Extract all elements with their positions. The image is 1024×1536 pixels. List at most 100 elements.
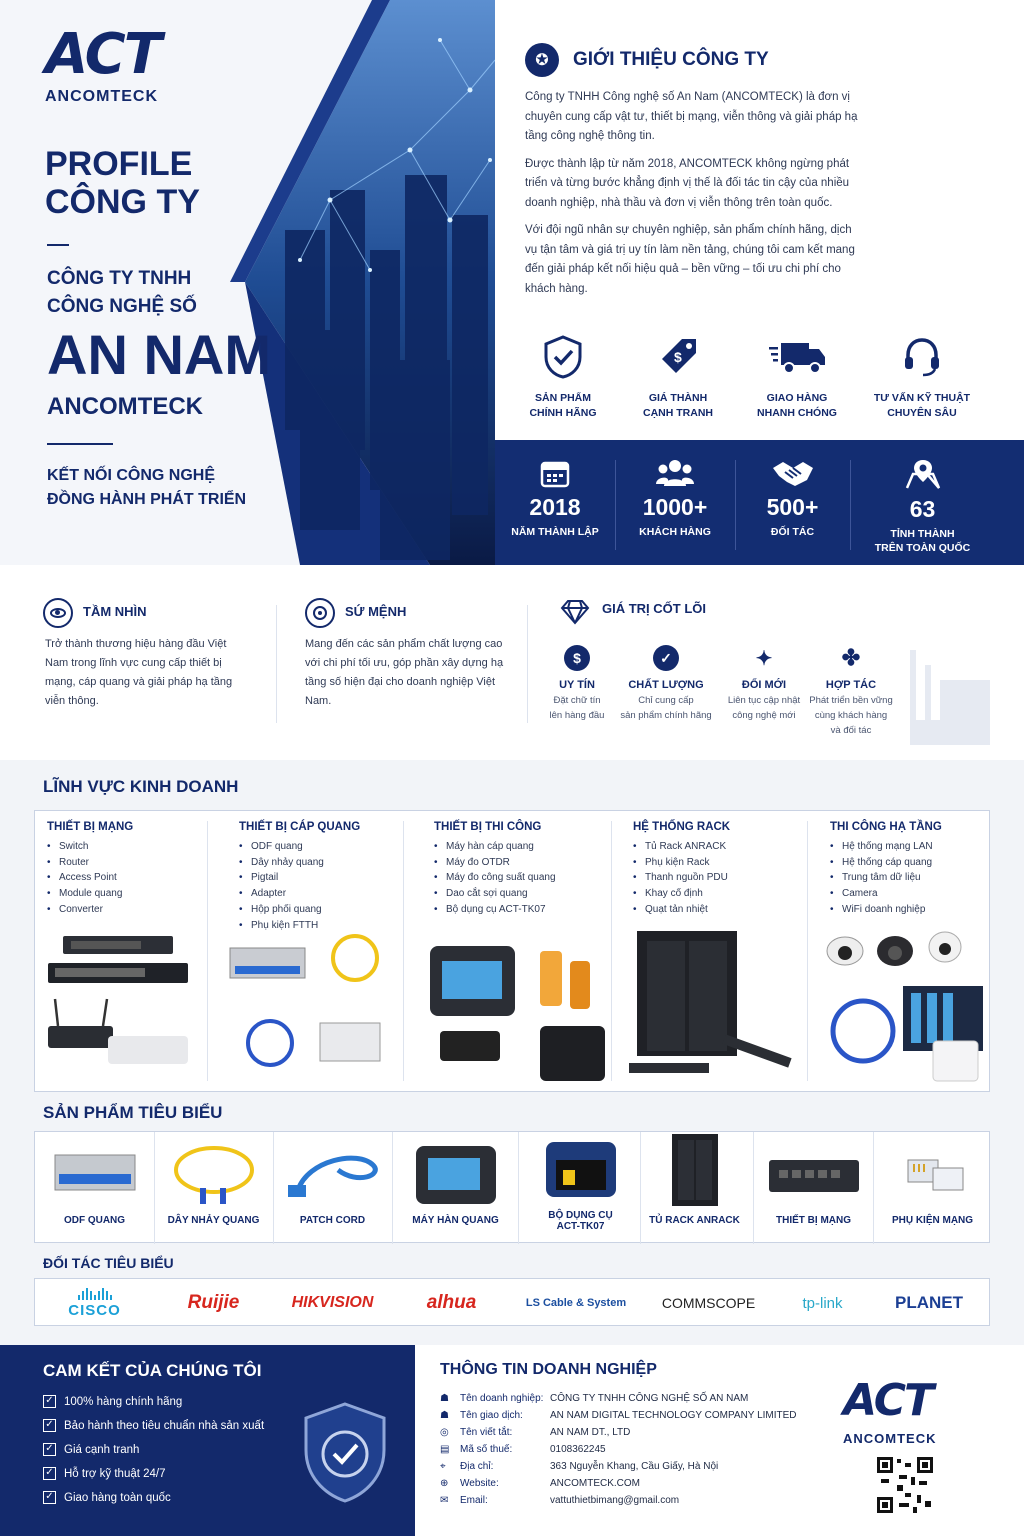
slogan-line-2: ĐỒNG HÀNH PHÁT TRIỂN	[47, 491, 247, 508]
intro-paragraph: Được thành lập từ năm 2018, ANCOMTECK kh…	[525, 157, 850, 209]
ancomteck-logo-text: ANCOMTECK	[45, 88, 158, 105]
core-value-title: ĐỔI MỚI	[741, 679, 787, 691]
feature-label: GIAO HÀNG	[766, 392, 828, 404]
company-name: AN NAM	[47, 323, 271, 386]
core-value-title: HỢP TÁC	[825, 679, 877, 691]
product-rack[interactable]: TỦ RACK ANRACK	[635, 1132, 754, 1244]
partner-tplink-logo[interactable]: tp-link	[763, 1279, 882, 1327]
column-title: THI CÔNG HẠ TẦNG	[830, 821, 942, 833]
list-item: Camera	[830, 886, 990, 902]
hero-title-block: ACT ANCOMTECK PROFILE CÔNG TY CÔNG TY TN…	[0, 0, 330, 565]
product-fiber-patch[interactable]: DÂY NHẢY QUANG	[154, 1132, 273, 1244]
divider	[47, 443, 113, 445]
product-label: ACT-TK07	[556, 1221, 605, 1232]
company-info-section: THÔNG TIN DOANH NGHIỆP ☗Tên doanh nghiệp…	[415, 1345, 1024, 1536]
divider	[753, 1132, 754, 1244]
info-label: Tên viết tắt:	[460, 1427, 513, 1438]
info-row[interactable]: ✉Email:vattuthietbimang@gmail.com	[440, 1495, 679, 1506]
divider	[527, 605, 528, 723]
list-item: Bộ dụng cụ ACT-TK07	[434, 902, 624, 918]
stat-customers: 1000+ KHÁCH HÀNG	[615, 440, 735, 565]
city-network-image	[230, 0, 496, 565]
core-value-desc: Đặt chữ tín	[553, 695, 601, 706]
globe-icon: ⊕	[440, 1478, 449, 1489]
core-value-title: UY TÍN	[559, 679, 595, 691]
diamond-icon	[560, 600, 590, 625]
hero-section: ACT ANCOMTECK PROFILE CÔNG TY CÔNG TY TN…	[0, 0, 1024, 565]
globe-icon: ◎	[440, 1427, 449, 1438]
product-fusion-splicer[interactable]: MÁY HÀN QUANG	[392, 1132, 519, 1244]
partner-ruijie-logo[interactable]: Ruijie	[154, 1279, 273, 1327]
partner-planet-logo[interactable]: PLANET	[867, 1279, 991, 1327]
website-link[interactable]: ANCOMTECK.COM	[550, 1478, 640, 1489]
product-odf[interactable]: ODF QUANG	[35, 1132, 154, 1244]
checkbox-icon: ✓	[43, 1395, 56, 1408]
divider	[735, 460, 736, 550]
stat-value: 500+	[766, 494, 819, 520]
feature-price: $ GIÁ THÀNH CẠNH TRANH	[623, 335, 733, 421]
product-label: TỦ RACK ANRACK	[649, 1215, 740, 1226]
stat-value: 63	[909, 496, 936, 522]
list-item: Máy đo công suất quang	[434, 870, 624, 886]
commitment-text: Bảo hành theo tiêu chuẩn nhà sản xuất	[64, 1419, 265, 1432]
intro-title: GIỚI THIỆU CÔNG TY	[573, 49, 769, 70]
partner-ls-cable-logo[interactable]: LS Cable & System	[511, 1279, 641, 1327]
feature-label: GIÁ THÀNH	[648, 392, 708, 404]
divider	[207, 821, 208, 1081]
stat-label: ĐỐI TÁC	[770, 526, 815, 538]
qr-code[interactable]	[875, 1455, 935, 1515]
divider	[873, 1132, 874, 1244]
info-row: ◎Tên viết tắt:AN NAM DT., LTD	[440, 1427, 630, 1438]
product-network-accessory[interactable]: PHỤ KIỆN MẠNG	[873, 1132, 992, 1244]
stat-provinces: 63 TỈNH THÀNH TRÊN TOÀN QUỐC	[855, 440, 990, 565]
users-icon	[656, 460, 694, 486]
list-item: Máy đo OTDR	[434, 855, 624, 871]
partner-commscope-logo[interactable]: COMMSCOPE	[641, 1279, 776, 1327]
stat-label: TRÊN TOÀN QUỐC	[874, 542, 971, 554]
slogan-line-1: KẾT NỐI CÔNG NGHỆ	[47, 467, 216, 484]
product-patch-cord[interactable]: PATCH CORD	[273, 1132, 392, 1244]
column-title: THIẾT BỊ THI CÔNG	[434, 821, 542, 833]
partner-hikvision-logo[interactable]: HIKVISION	[273, 1279, 392, 1327]
list-item: ODF quang	[239, 839, 419, 855]
feature-label: CHÍNH HÃNG	[529, 407, 597, 419]
business-column: HỆ THỐNG RACK Tủ Rack ANRACK Phụ kiện Ra…	[633, 821, 803, 918]
divider	[276, 605, 277, 723]
product-network-device[interactable]: THIẾT BỊ MẠNG	[754, 1132, 873, 1244]
business-section: LĨNH VỰC KINH DOANH THIẾT BỊ MẠNG Switch…	[0, 760, 1024, 1345]
target-icon	[305, 598, 335, 628]
stat-partners: 500+ ĐỐI TÁC	[735, 440, 850, 565]
info-row[interactable]: ⊕ Website: ANCOMTECK.COM	[440, 1478, 640, 1489]
commitment-item: ✓Hỗ trợ kỹ thuật 24/7	[43, 1467, 166, 1480]
intro-paragraph: Công ty TNHH Công nghệ số An Nam (ANCOMT…	[525, 91, 858, 142]
product-label: PHỤ KIỆN MẠNG	[891, 1215, 974, 1226]
info-value: 363 Nguyễn Khang, Cầu Giấy, Hà Nội	[550, 1461, 719, 1472]
email-link[interactable]: vattuthietbimang@gmail.com	[550, 1495, 680, 1506]
act-logo-mark: ACT	[843, 1375, 934, 1426]
fusion-splicer-image	[430, 946, 605, 1081]
product-label: ODF QUANG	[63, 1215, 126, 1226]
list-item: Pigtail	[239, 870, 419, 886]
fiber-equipment-image	[229, 934, 381, 1067]
partner-cisco-logo[interactable]: CISCO	[35, 1279, 154, 1327]
info-label: Tên doanh nghiệp:	[460, 1393, 544, 1404]
core-value-desc: cùng khách hàng	[814, 710, 888, 721]
divider	[154, 1132, 155, 1244]
core-value-desc: Chỉ cung cấp	[638, 695, 694, 706]
business-grid: THIẾT BỊ MẠNG Switch Router Access Point…	[34, 810, 990, 1092]
factory-illustration	[910, 650, 990, 745]
rack-cabinet-image	[629, 931, 792, 1073]
patch-cord-image	[287, 1155, 378, 1197]
commitment-text: 100% hàng chính hãng	[64, 1395, 183, 1408]
partners-title: ĐỐI TÁC TIÊU BIỂU	[43, 1255, 174, 1271]
list-item: Phụ kiện Rack	[633, 855, 803, 871]
vision-title: TẦM NHÌN	[83, 604, 147, 619]
partner-dahua-logo[interactable]: alhua	[392, 1279, 511, 1327]
info-label: Website:	[460, 1478, 499, 1489]
truck-icon	[769, 343, 825, 374]
list-item: Switch	[47, 839, 217, 855]
commitment-item: ✓Giá cạnh tranh	[43, 1443, 139, 1456]
commitment-text: Giao hàng toàn quốc	[64, 1491, 171, 1504]
